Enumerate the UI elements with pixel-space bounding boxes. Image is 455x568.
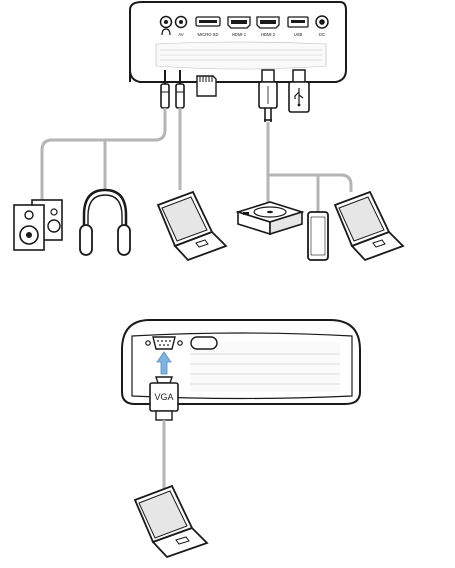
laptop-icon bbox=[133, 484, 209, 559]
headphone-icon bbox=[161, 28, 171, 36]
microsd-card bbox=[196, 75, 217, 97]
vga-connector-label: VGA bbox=[154, 392, 173, 402]
insert-arrow-icon bbox=[156, 351, 172, 375]
port-label-dc: DC bbox=[319, 32, 325, 37]
projector-rear-panel bbox=[129, 1, 347, 83]
usb-icon bbox=[294, 88, 304, 104]
port-microsd: MICRO SD bbox=[195, 16, 221, 37]
audio-cables bbox=[40, 108, 182, 205]
port-label-usb: USB bbox=[294, 32, 303, 37]
port-hdmi1: HDMI 1 bbox=[227, 16, 251, 37]
port-label-av: AV bbox=[178, 32, 183, 37]
port-label-microsd: MICRO SD bbox=[198, 32, 219, 37]
audio-jack-plugs bbox=[160, 70, 185, 109]
projector-side-panel bbox=[121, 319, 361, 405]
port-label-hdmi2: HDMI 2 bbox=[261, 32, 276, 37]
port-av: AV bbox=[174, 15, 188, 37]
headphones-icon bbox=[79, 188, 131, 256]
smartphone-icon bbox=[307, 211, 329, 261]
hdmi-cable-gray bbox=[266, 122, 353, 212]
laptop-icon bbox=[333, 190, 405, 262]
port-dc: DC bbox=[315, 15, 329, 37]
media-player-icon bbox=[235, 201, 305, 236]
vga-connector: VGA bbox=[149, 376, 179, 421]
port-hdmi2: HDMI 2 bbox=[256, 16, 280, 37]
port-usb: USB bbox=[287, 16, 309, 37]
hdmi-cable bbox=[264, 108, 272, 122]
port-audio bbox=[159, 15, 173, 36]
hdmi-plug bbox=[258, 69, 278, 109]
vga-port bbox=[152, 336, 176, 350]
laptop-icon bbox=[156, 190, 228, 262]
port-label-hdmi1: HDMI 1 bbox=[232, 32, 247, 37]
speakers-icon bbox=[13, 199, 63, 251]
usb-stick bbox=[288, 69, 310, 113]
